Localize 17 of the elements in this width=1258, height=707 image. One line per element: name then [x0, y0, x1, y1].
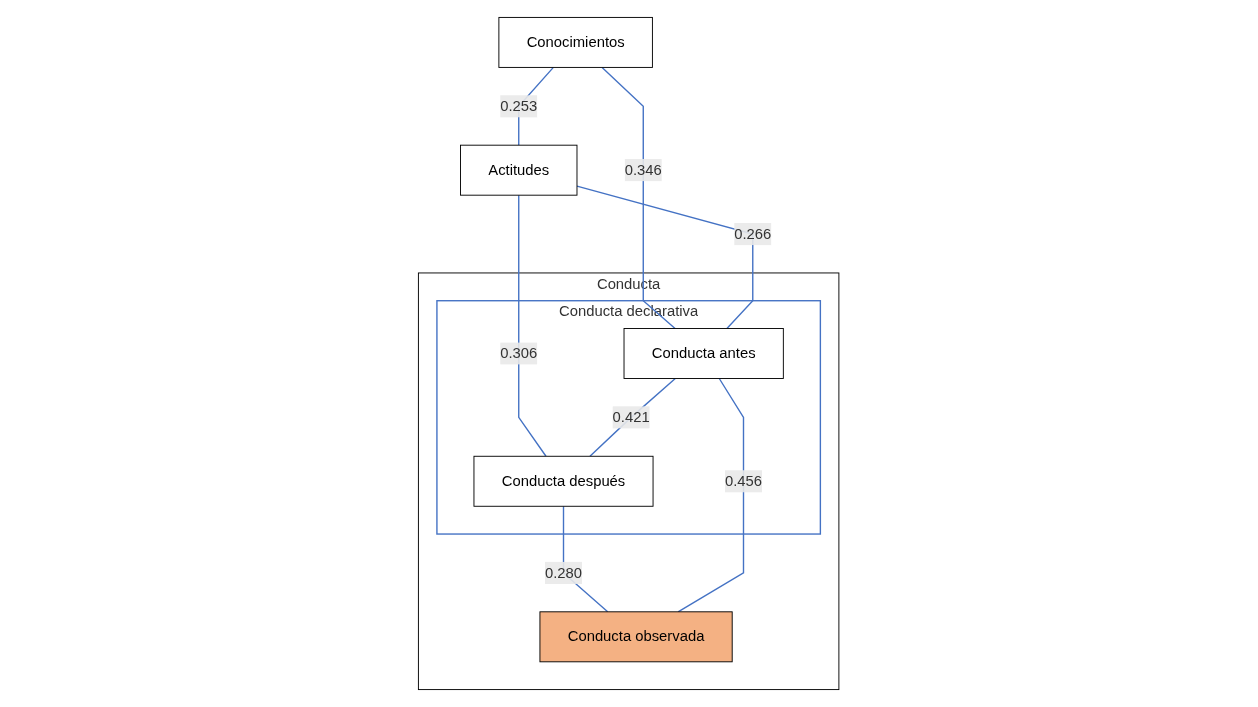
edge-label: 0.266 [734, 225, 772, 242]
edge-label: 0.421 [612, 409, 650, 425]
connector [677, 377, 745, 613]
node-box: Conducta observada [539, 611, 733, 663]
edge-label: 0.253 [500, 97, 538, 114]
connector [589, 377, 677, 457]
node-box: Conducta después [473, 455, 654, 507]
node-box: Conocimientos [498, 16, 654, 68]
edge-label: 0.306 [500, 345, 538, 361]
edge-label: 0.456 [725, 472, 763, 489]
node-box: Conducta antes [623, 328, 785, 379]
connector [518, 194, 548, 457]
connector [576, 185, 754, 330]
edge-label: 0.346 [625, 161, 663, 178]
edge-label: 0.280 [545, 564, 583, 581]
connector [601, 66, 677, 330]
node-box: Actitudes [460, 144, 578, 196]
